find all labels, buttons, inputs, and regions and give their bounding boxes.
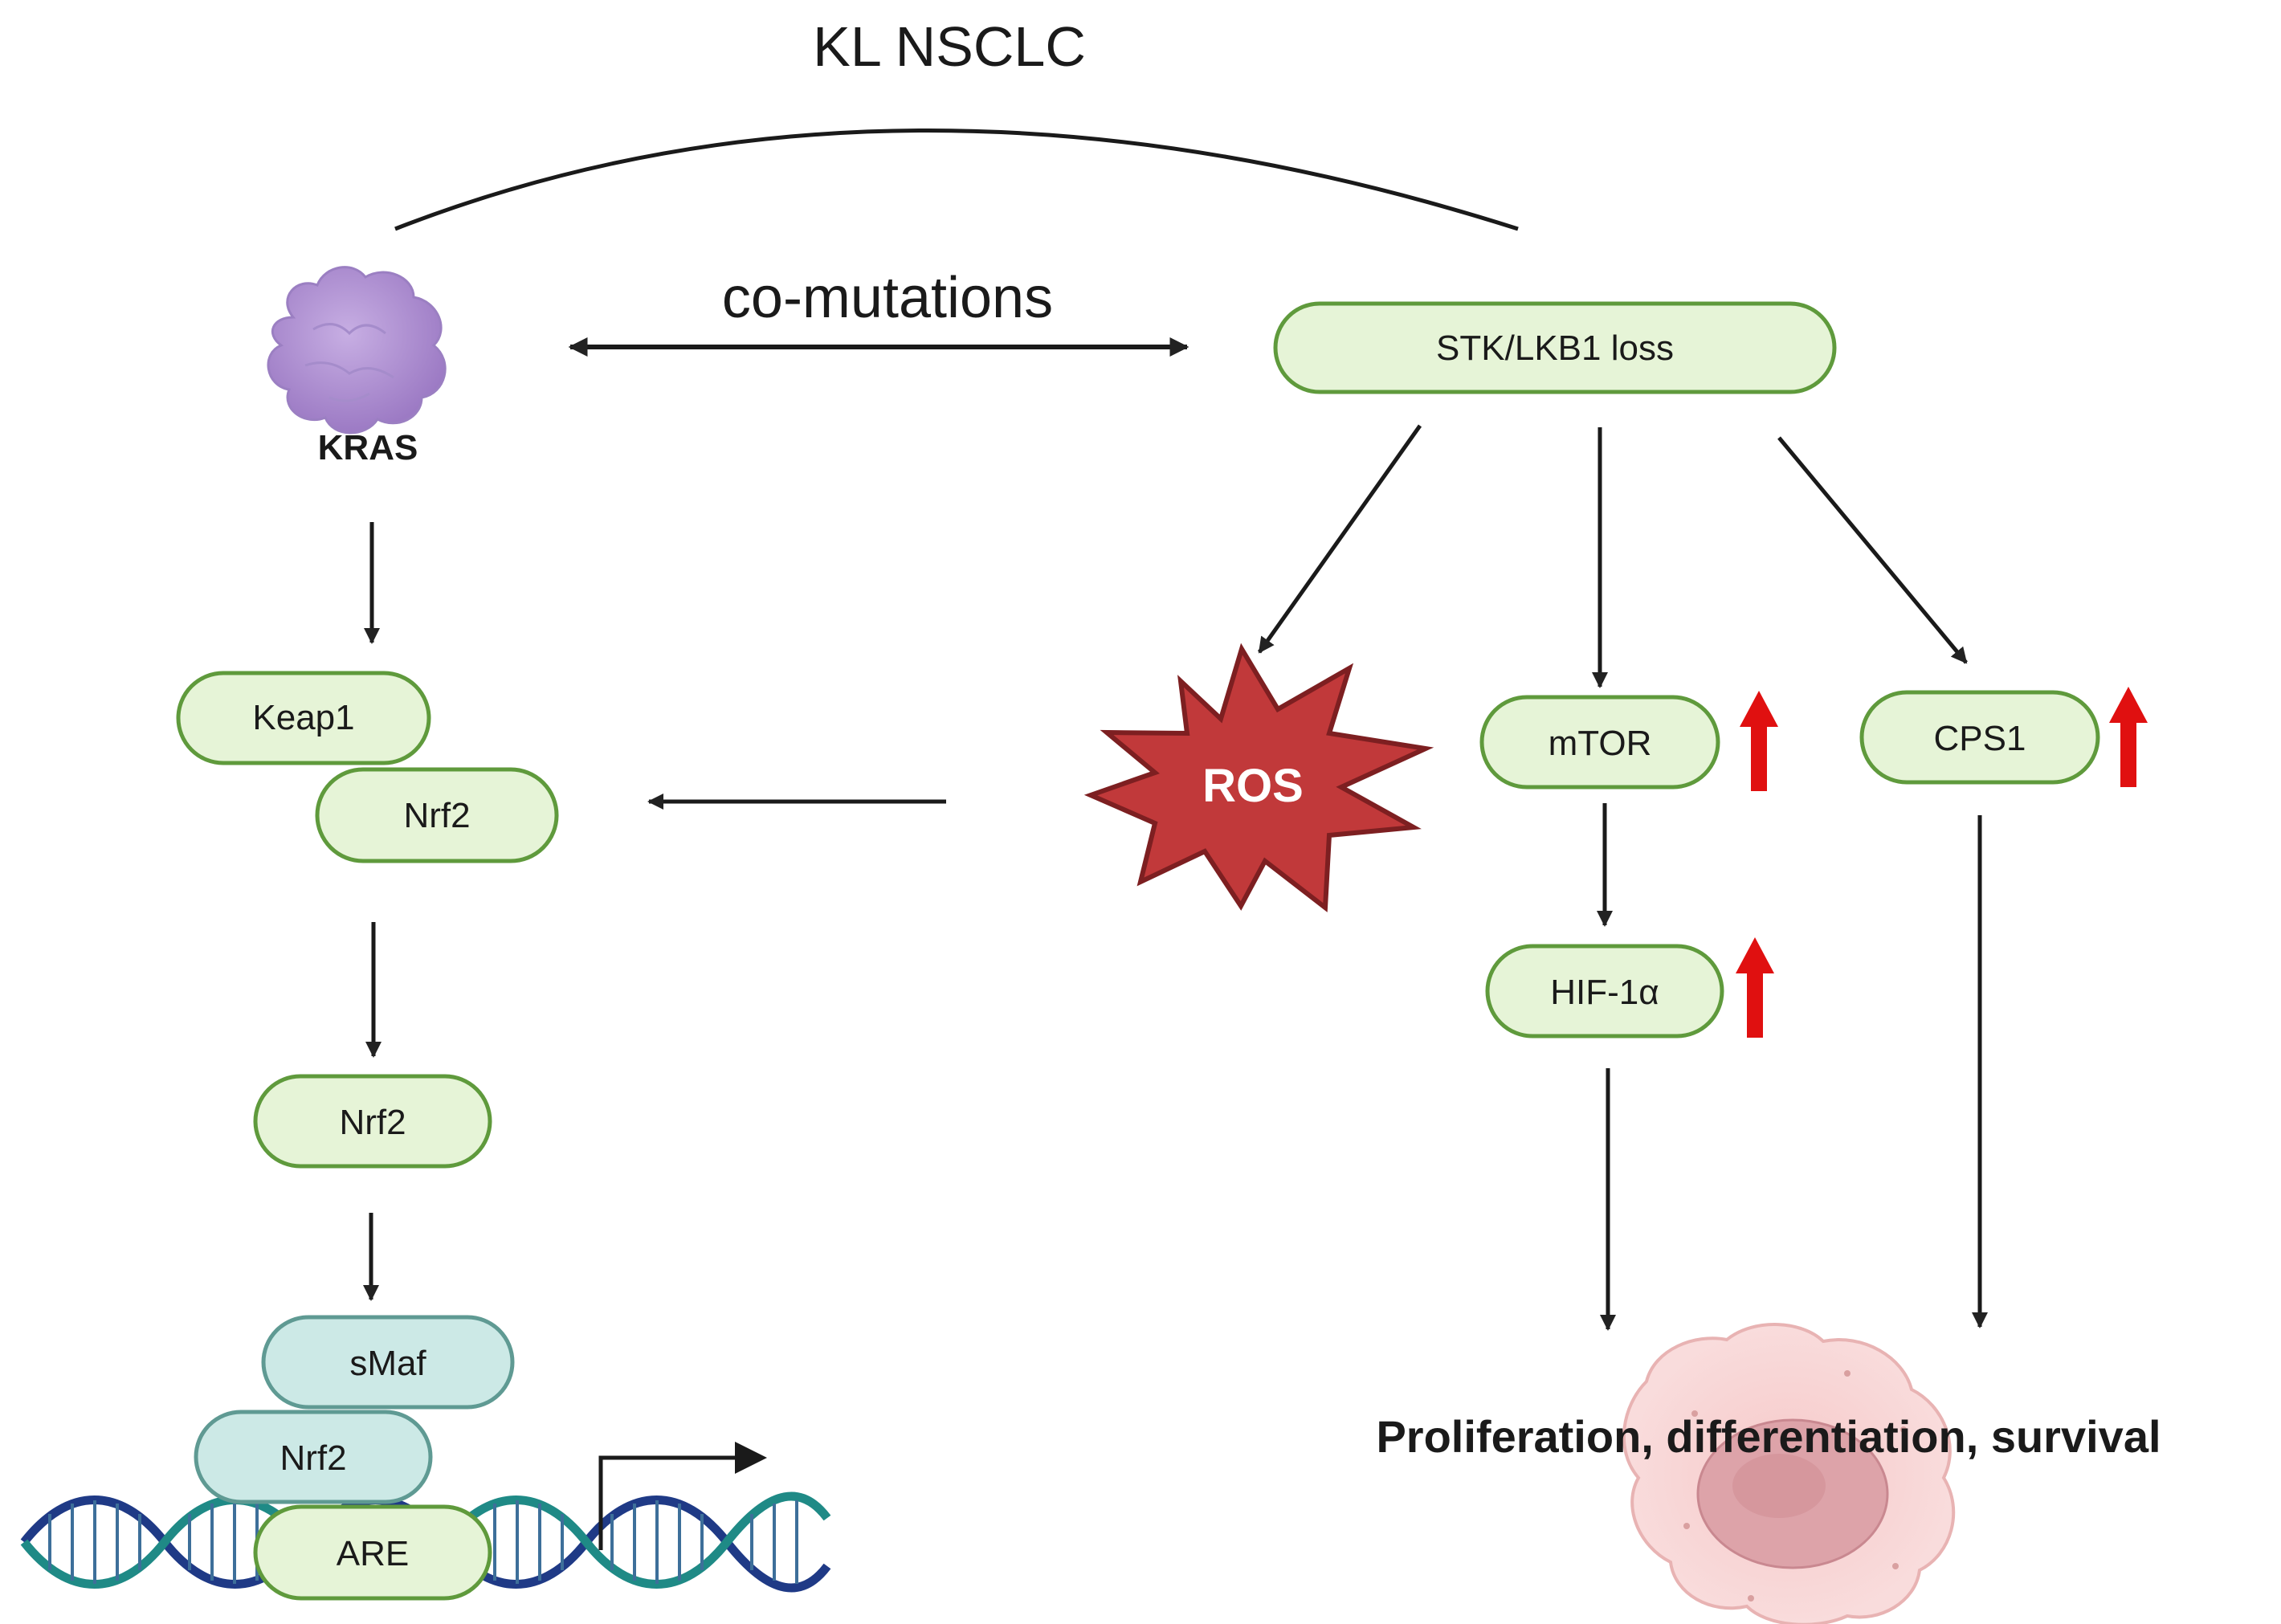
- outcome-label: Proliferation, differentiation, survival: [1376, 1411, 2161, 1462]
- smaf-node: sMaf: [261, 1315, 515, 1410]
- nrf2-dna-label: Nrf2: [280, 1438, 346, 1478]
- transcription-arrow-icon: [598, 1442, 767, 1550]
- ros-burst-icon: ROS: [1083, 643, 1434, 912]
- up-arrow-icon: [1736, 937, 1774, 1038]
- up-arrow-icon: [2109, 687, 2148, 787]
- kras-label: KRAS: [318, 428, 418, 467]
- comutations-label: co-mutations: [722, 266, 1053, 330]
- are-label: ARE: [337, 1534, 409, 1573]
- title-arc: [394, 129, 1519, 231]
- cps1-node: CPS1: [1859, 690, 2100, 785]
- arrow-stk-to-cps1: [1777, 436, 1968, 664]
- nrf2-dna-node: Nrf2: [194, 1410, 433, 1504]
- cps1-label: CPS1: [1934, 719, 2026, 758]
- arrow-stk-to-ros: [1257, 424, 1422, 654]
- smaf-label: sMaf: [349, 1344, 426, 1383]
- keap1-label: Keap1: [252, 698, 354, 737]
- mtor-node: mTOR: [1479, 695, 1720, 790]
- nrf2-bound-label: Nrf2: [403, 796, 470, 835]
- nrf2-free-node: Nrf2: [253, 1074, 492, 1169]
- kras-protein-icon: [267, 266, 447, 435]
- keap1-node: Keap1: [176, 671, 431, 765]
- nrf2-free-label: Nrf2: [339, 1103, 406, 1142]
- are-node: ARE: [253, 1504, 492, 1601]
- hif1a-node: HIF-1α: [1485, 944, 1724, 1038]
- nrf2-bound-node: Nrf2: [315, 767, 559, 863]
- diagram-title: KL NSCLC: [813, 15, 1086, 78]
- mtor-label: mTOR: [1549, 724, 1652, 763]
- up-arrow-icon: [1740, 691, 1778, 791]
- stk-lkb1-label: STK/LKB1 loss: [1436, 328, 1674, 368]
- stk-lkb1-node: STK/LKB1 loss: [1273, 301, 1837, 394]
- cancer-cell-icon: [1622, 1323, 1956, 1624]
- ros-label: ROS: [1202, 760, 1304, 812]
- hif1a-label: HIF-1α: [1550, 973, 1659, 1012]
